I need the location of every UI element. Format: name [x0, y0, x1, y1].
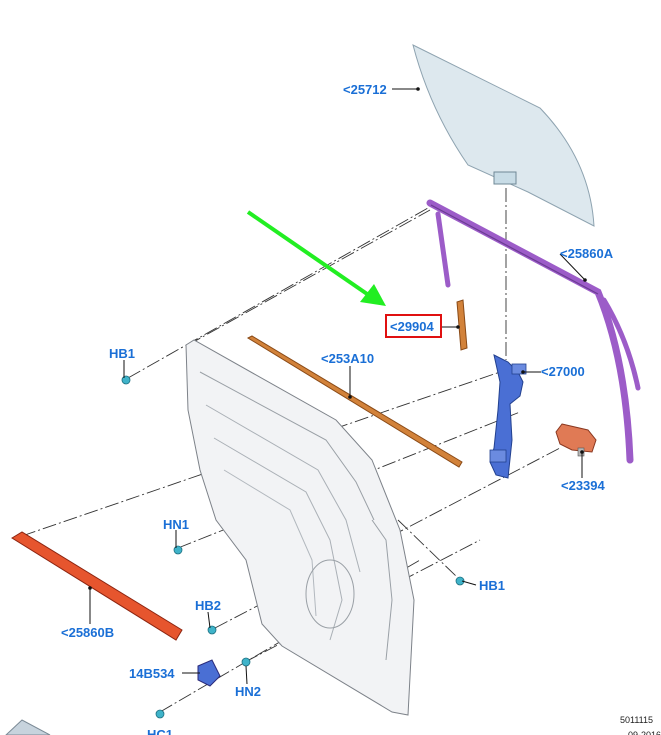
view-direction-icon: [5, 719, 51, 735]
bolt-hb1-top-icon: [121, 375, 131, 385]
window-motor: [555, 423, 597, 457]
label-bolt-hc1[interactable]: HC1: [147, 727, 173, 735]
direction-arrow-icon: [246, 210, 386, 306]
label-bolt-hn1[interactable]: HN1: [163, 517, 189, 532]
bolt-hn1-icon: [173, 545, 183, 555]
highlighted-part: [456, 299, 468, 351]
leader-lines: [88, 87, 587, 685]
door-inner-panel: [185, 339, 415, 716]
label-bracket[interactable]: 14B534: [129, 666, 175, 681]
weatherstrip: [246, 335, 463, 468]
door-glass: [412, 44, 595, 227]
window-regulator: [489, 354, 527, 479]
reference-code: 5011115: [620, 715, 653, 725]
label-bolt-hn2[interactable]: HN2: [235, 684, 261, 699]
label-bolt-hb2[interactable]: HB2: [195, 598, 221, 613]
reference-date: 09-2016: [628, 730, 661, 735]
label-motor[interactable]: <23394: [561, 478, 606, 493]
bolt-hn2-icon: [241, 657, 251, 667]
label-bolt-hb1-top[interactable]: HB1: [109, 346, 135, 361]
lower-strip: [11, 531, 183, 641]
run-channel: [426, 199, 641, 464]
label-glass[interactable]: <25712: [343, 82, 387, 97]
reference-block: 5011115 09-2016: [620, 715, 661, 735]
label-weatherstrip[interactable]: <253A10: [321, 351, 374, 366]
bolt-hb2-icon: [207, 625, 217, 635]
label-run-channel[interactable]: <25860A: [560, 246, 614, 261]
bracket: [197, 659, 221, 687]
highlight-box: [385, 314, 442, 338]
label-lower-strip[interactable]: <25860B: [61, 625, 114, 640]
callout-labels: <25712 <25860A <29904 <27000 <253A10 <23…: [61, 82, 614, 735]
bolt-hc1-icon: [155, 709, 165, 719]
label-regulator[interactable]: <27000: [541, 364, 585, 379]
label-bolt-hb1-bottom[interactable]: HB1: [479, 578, 505, 593]
label-highlighted-part[interactable]: <29904: [390, 319, 435, 334]
bolt-hb1-bottom-icon: [455, 576, 465, 586]
